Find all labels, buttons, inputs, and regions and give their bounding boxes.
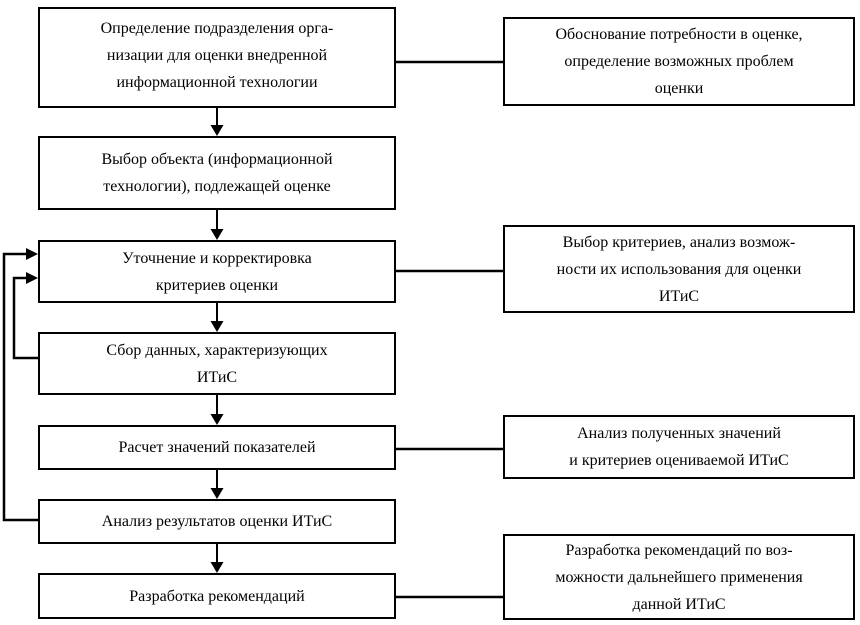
flow-step-2-label: Выбор объекта (информационной технологии… [101,151,333,195]
arrow-step6-step7 [210,544,224,573]
annotation-box-1: Обоснование потребности в оценке, опреде… [503,17,855,106]
feedback-loop-outer [2,248,38,522]
flow-step-7-label: Разработка рекомендаций [129,587,305,605]
flow-step-2: Выбор объекта (информационной технологии… [38,136,396,210]
annotation-box-4: Разработка рекомендаций по воз- можности… [503,534,855,620]
flow-step-6-label: Анализ результатов оценки ИТиС [101,513,333,530]
arrowhead-down-icon [210,414,224,425]
flow-step-5-label: Расчет значений показателей [118,439,316,456]
flow-step-4: Сбор данных, характеризующих ИТиС [38,332,396,395]
flow-step-1-label: Определение подразделения орга- низации … [100,20,334,91]
flow-step-3-label: Уточнение и корректировка критериев оцен… [122,249,312,294]
flow-step-6: Анализ результатов оценки ИТиС [38,499,396,544]
annotation-box-2: Выбор критериев, анализ возмож- ности их… [503,225,855,313]
annotation-box-2-label: Выбор критериев, анализ возмож- ности их… [556,233,802,305]
annotation-box-3: Анализ полученных значений и критериев о… [503,415,855,479]
arrow-step4-step5 [210,395,224,425]
arrowhead-down-icon [210,125,224,136]
arrowhead-down-icon [210,321,224,332]
flow-step-4-label: Сбор данных, характеризующих ИТиС [106,341,328,386]
feedback-loop-inner [12,272,38,360]
annotation-box-1-label: Обоснование потребности в оценке, опреде… [555,26,803,97]
flow-step-5: Расчет значений показателей [38,425,396,470]
arrowhead-right-icon [26,272,38,284]
arrowhead-down-icon [210,562,224,573]
annotation-box-4-label: Разработка рекомендаций по воз- можности… [555,541,803,613]
annotation-box-3-label: Анализ полученных значений и критериев о… [569,425,789,469]
arrow-step5-step6 [210,470,224,499]
arrowhead-down-icon [210,488,224,499]
flow-step-7: Разработка рекомендаций [38,573,396,619]
arrowhead-right-icon [26,248,38,260]
flow-step-3: Уточнение и корректировка критериев оцен… [38,240,396,303]
arrow-step2-step3 [210,210,224,240]
arrow-step1-step2 [210,108,224,136]
flow-step-1: Определение подразделения орга- низации … [38,7,396,108]
arrowhead-down-icon [210,229,224,240]
arrow-step3-step4 [210,303,224,332]
